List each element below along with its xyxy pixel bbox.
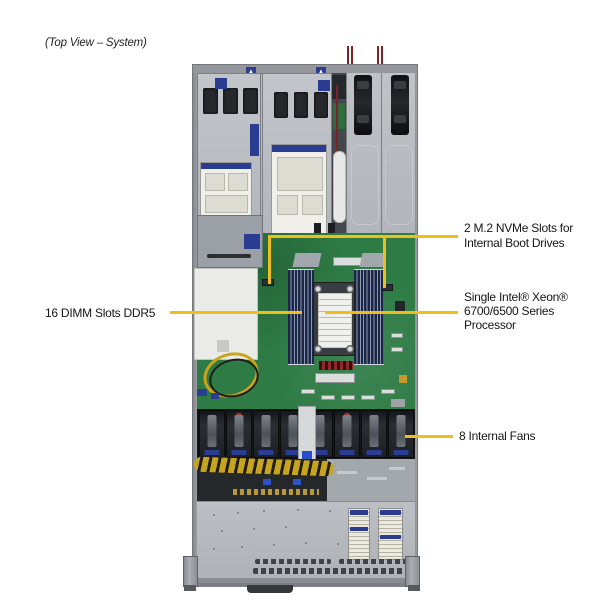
chip xyxy=(391,399,405,407)
vent-opening xyxy=(243,88,258,114)
mid-plate xyxy=(327,459,415,501)
sata-connector xyxy=(341,395,355,400)
dimm-slots-left xyxy=(288,269,314,365)
bracket xyxy=(292,253,322,267)
callout-m2-label: 2 M.2 NVMe Slots for Internal Boot Drive… xyxy=(464,221,574,250)
callout-cpu-line xyxy=(325,311,458,314)
internal-fan xyxy=(225,410,252,458)
heatsink-screw xyxy=(314,345,322,353)
internal-fan xyxy=(252,410,279,458)
metal-cover-box xyxy=(197,215,263,268)
sata-connector xyxy=(301,389,315,394)
cable-channel xyxy=(332,73,346,237)
psu-bay xyxy=(346,73,415,233)
power-connector xyxy=(333,257,363,266)
vent-opening xyxy=(274,92,288,118)
server-chassis: ▲ ▲ xyxy=(192,64,418,593)
connector xyxy=(391,333,403,338)
heatsink-screw xyxy=(314,285,322,293)
m2-slot xyxy=(381,284,393,291)
handle-slot xyxy=(207,254,251,258)
usb-connector xyxy=(302,451,312,459)
dimm-slots-right xyxy=(354,269,384,365)
internal-fan xyxy=(387,410,414,458)
vent-opening xyxy=(223,88,238,114)
backplane-connector xyxy=(233,489,319,495)
label-strip xyxy=(250,124,259,156)
front-edge xyxy=(197,578,415,583)
instruction-sticker xyxy=(200,162,252,218)
rack-ear-right xyxy=(405,556,420,587)
vent-opening xyxy=(294,92,308,118)
internal-fan xyxy=(198,410,225,458)
port-label xyxy=(211,393,219,399)
white-cable-duct xyxy=(333,151,346,223)
psu-wire xyxy=(347,46,349,66)
connector xyxy=(293,479,301,485)
psu-latch-handle xyxy=(354,75,372,135)
fan-header-strip xyxy=(319,361,353,370)
red-cable xyxy=(336,85,338,155)
callout-fans-label: 8 Internal Fans xyxy=(459,429,536,443)
rear-connector xyxy=(332,75,346,99)
pcb-fragment xyxy=(333,103,345,129)
psu-wire xyxy=(381,46,383,66)
psu-wire xyxy=(377,46,379,66)
rack-ear-foot xyxy=(184,585,196,591)
sata-connector xyxy=(381,389,395,394)
callout-dimm-label: 16 DIMM Slots DDR5 xyxy=(45,306,156,320)
air-shroud xyxy=(194,268,258,360)
psu-divider xyxy=(381,73,382,233)
vent-opening xyxy=(203,88,218,114)
port-label xyxy=(197,389,207,396)
psu-stamped-panel xyxy=(351,145,379,225)
callout-fans-line xyxy=(405,435,453,438)
shroud-detail xyxy=(217,340,229,352)
connector xyxy=(391,347,403,352)
service-tag xyxy=(244,234,260,249)
internal-fan xyxy=(360,410,387,458)
rack-ear-foot xyxy=(408,585,420,591)
internal-fan xyxy=(333,410,360,458)
callout-dimm-line xyxy=(170,311,302,314)
heatsink-screw xyxy=(346,345,354,353)
heatsink-screw xyxy=(346,285,354,293)
front-lip xyxy=(197,583,415,587)
callout-m2-line-drop-right xyxy=(383,235,386,288)
front-vent-slots xyxy=(339,559,407,564)
instruction-sticker xyxy=(271,144,327,238)
chassis-rail-right xyxy=(413,73,417,578)
service-tag xyxy=(215,78,227,89)
battery xyxy=(399,375,407,383)
sata-connector xyxy=(361,395,375,400)
rack-ear-left xyxy=(183,556,198,587)
chip xyxy=(395,301,405,313)
psu-latch-handle xyxy=(391,75,409,135)
front-drive-cover xyxy=(197,501,415,593)
rear-module-left xyxy=(197,73,261,238)
spec-label xyxy=(378,508,403,560)
sata-connector xyxy=(321,395,335,400)
cable-guide xyxy=(298,406,316,468)
front-panel-connector xyxy=(315,373,355,383)
cpu-socket xyxy=(313,282,355,356)
callout-m2-line-drop-left xyxy=(268,235,271,284)
front-handle xyxy=(247,585,293,593)
figure-title: (Top View – System) xyxy=(45,37,147,49)
service-tag xyxy=(318,80,330,91)
callout-m2-line-horizontal xyxy=(268,235,458,238)
front-vent-slots xyxy=(255,559,331,564)
cpu-heatsink-label xyxy=(318,293,352,348)
rear-module-center xyxy=(262,73,332,241)
vent-opening xyxy=(314,92,328,118)
psu-stamped-panel xyxy=(385,145,413,225)
spec-label xyxy=(348,508,370,560)
front-vent-slots xyxy=(253,568,411,574)
rivets xyxy=(213,514,215,516)
psu-wire xyxy=(351,46,353,66)
callout-cpu-label: Single Intel® Xeon® 6700/6500 Series Pro… xyxy=(464,290,568,332)
connector xyxy=(263,479,271,485)
